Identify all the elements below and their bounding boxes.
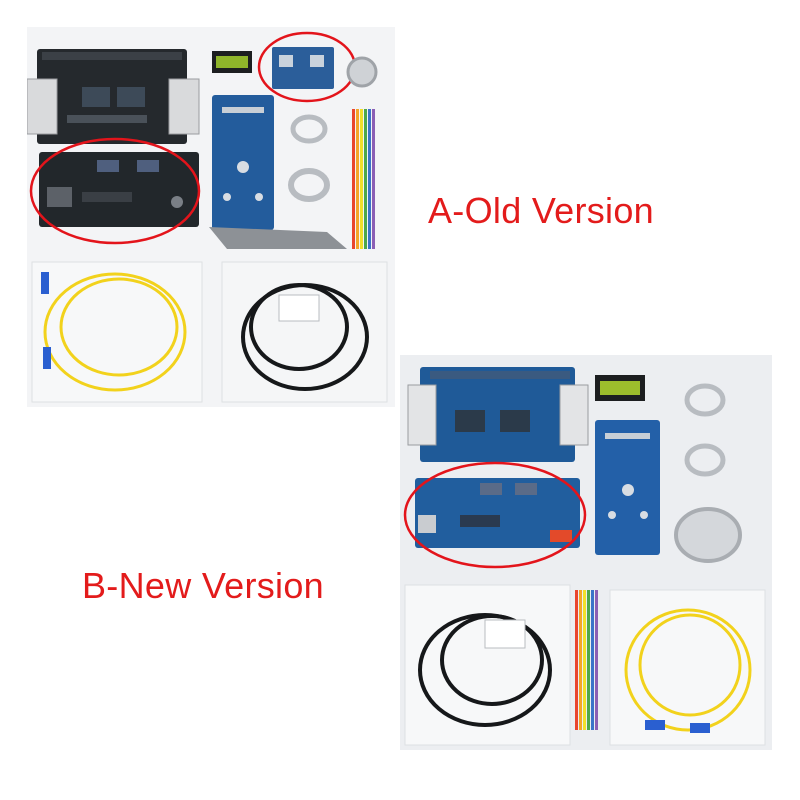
old-main-board-highlight-circle <box>29 137 201 245</box>
old-head-board <box>27 49 200 144</box>
old-version-photo <box>27 27 395 407</box>
new-head-board <box>407 367 589 462</box>
new-network-cable <box>404 584 571 746</box>
new-cable-coil-1 <box>684 383 726 417</box>
new-main-board <box>415 478 580 548</box>
old-flat-cable <box>209 227 347 249</box>
new-lcd-display <box>595 375 645 401</box>
new-control-panel-board <box>595 420 660 555</box>
new-version-photo <box>400 355 772 750</box>
new-version-caption: B-New Version <box>82 565 324 606</box>
new-cable-coil-2 <box>684 443 726 477</box>
old-network-cable <box>221 261 388 403</box>
old-version-caption: A-Old Version <box>428 190 654 231</box>
old-cable-coil-1 <box>290 114 328 144</box>
old-cable-coil-2 <box>288 168 330 202</box>
new-rainbow-cable <box>575 590 598 730</box>
new-main-board-highlight-circle <box>403 461 587 569</box>
old-control-panel-board <box>212 95 274 230</box>
old-tape-roll <box>346 56 378 88</box>
old-rainbow-cable <box>352 109 375 249</box>
new-tape-roll <box>674 507 742 563</box>
old-small-adapter-board <box>272 47 334 89</box>
old-main-board <box>39 152 199 227</box>
old-fiber-optic-cable <box>31 261 203 403</box>
old-lcd-display <box>212 51 252 73</box>
new-fiber-optic-cable <box>609 589 766 746</box>
